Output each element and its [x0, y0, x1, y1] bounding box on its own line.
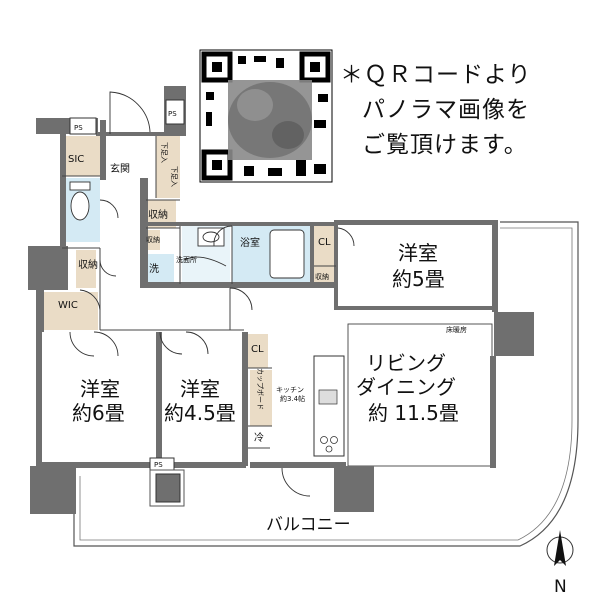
ldk-line1: リビング: [366, 351, 446, 375]
laundry-label: 洗: [149, 263, 159, 275]
western-45-size: 約4.5畳: [164, 401, 236, 425]
bath-label: 浴室: [240, 236, 260, 249]
storage-small-label: 収納: [146, 235, 160, 244]
toilet-icon: [69, 181, 91, 221]
qr-note-line3: ご覧頂けます。: [362, 132, 528, 158]
western-6-size: 約6畳: [72, 401, 125, 425]
ldk-size: 約 11.5畳: [368, 401, 459, 425]
storage-small-right: [314, 266, 336, 286]
western-5-name: 洋室: [398, 241, 438, 265]
cl-area-top: [314, 224, 336, 266]
cupboard-label: カップボード: [256, 368, 264, 410]
qr-code: [199, 49, 333, 183]
sic-label: SIC: [68, 154, 84, 165]
qr-note-line2: パノラマ画像を: [362, 97, 530, 123]
storage-entry-label: 収納: [148, 208, 168, 221]
ps-label-bottom: PS: [154, 461, 163, 469]
western-5-size: 約5畳: [392, 267, 445, 291]
qr-note-line1: ＊ＱＲコードより: [340, 62, 532, 88]
western-6-name: 洋室: [80, 377, 120, 401]
walls: [28, 86, 534, 514]
storage-left-label: 収納: [78, 258, 98, 271]
ps-box-top-left: [69, 117, 97, 135]
compass-icon: [546, 530, 574, 566]
ldk-line2: ダイニング: [356, 375, 456, 399]
floor-heating-label: 床暖房: [446, 325, 467, 334]
cl-area-mid: [248, 334, 268, 368]
cl-label-top: CL: [318, 237, 331, 248]
balcony-label: バルコニー: [266, 515, 351, 535]
kitchen-size: 約3.4帖: [280, 394, 305, 403]
compass-label: N: [554, 577, 567, 597]
bathtub: [269, 229, 305, 279]
step-down-label-2: 下足入: [170, 166, 178, 187]
step-down-label-1: 下足入: [160, 142, 168, 163]
balcony-outline: [73, 221, 579, 547]
storage-right-label: 収納: [315, 272, 329, 281]
cl-label-mid: CL: [251, 344, 264, 355]
laundry-area: [148, 254, 174, 284]
sic-area: [62, 136, 100, 176]
cupboard: [250, 370, 272, 426]
storage-left: [76, 250, 96, 288]
entrance-door: [109, 91, 151, 134]
ps-label-top-left: PS: [74, 124, 83, 132]
storage-entry-small: [146, 230, 160, 250]
shoe-storage: [156, 136, 180, 198]
washroom-label: 洗面所: [176, 255, 197, 264]
kitchen-counter: [313, 355, 345, 457]
ps-label-top: PS: [168, 110, 177, 118]
western-45-name: 洋室: [180, 377, 220, 401]
fridge-label: 冷: [254, 431, 264, 444]
wic-area: [42, 292, 98, 330]
wic-label: WIC: [58, 300, 78, 311]
ps-box-top: [165, 99, 185, 125]
entrance-label: 玄関: [110, 162, 130, 175]
kitchen-name: キッチン: [276, 386, 304, 394]
